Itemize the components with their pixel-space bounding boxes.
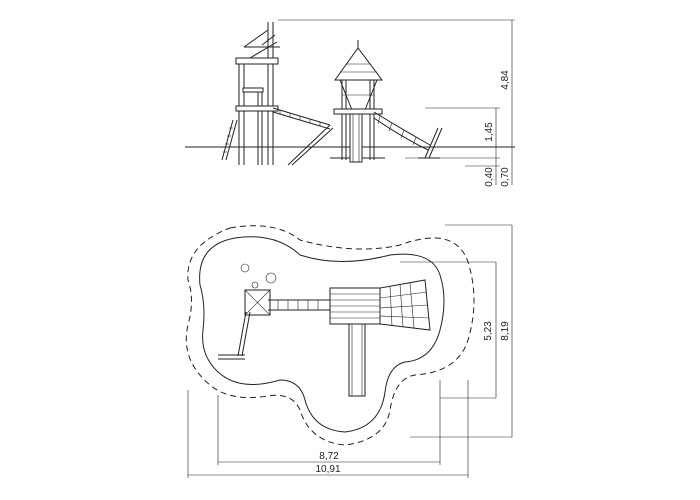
plan-view: 5,23 8,19 8,72 10,91 [185, 224, 513, 478]
dim-small-a: 0,40 [484, 167, 495, 187]
climbing-net [373, 111, 443, 159]
dim-outer-height: 8,19 [500, 321, 511, 341]
plan-structure [218, 263, 431, 397]
dim-inner-width: 8,72 [319, 451, 339, 462]
elevation-view: 4,84 1,45 0,40 0,70 [185, 19, 515, 187]
dim-outer-width: 10,91 [315, 464, 340, 475]
dim-small-b: 0,70 [500, 167, 511, 187]
inner-impact-zone [199, 236, 445, 433]
dim-mid-height: 1,45 [484, 122, 495, 142]
left-tower [221, 22, 280, 165]
connecting-bridge [272, 107, 334, 166]
dim-inner-height: 5,23 [483, 321, 494, 341]
outer-safety-zone [185, 225, 475, 446]
dim-total-height: 4,84 [500, 70, 511, 90]
right-tower [330, 40, 385, 163]
